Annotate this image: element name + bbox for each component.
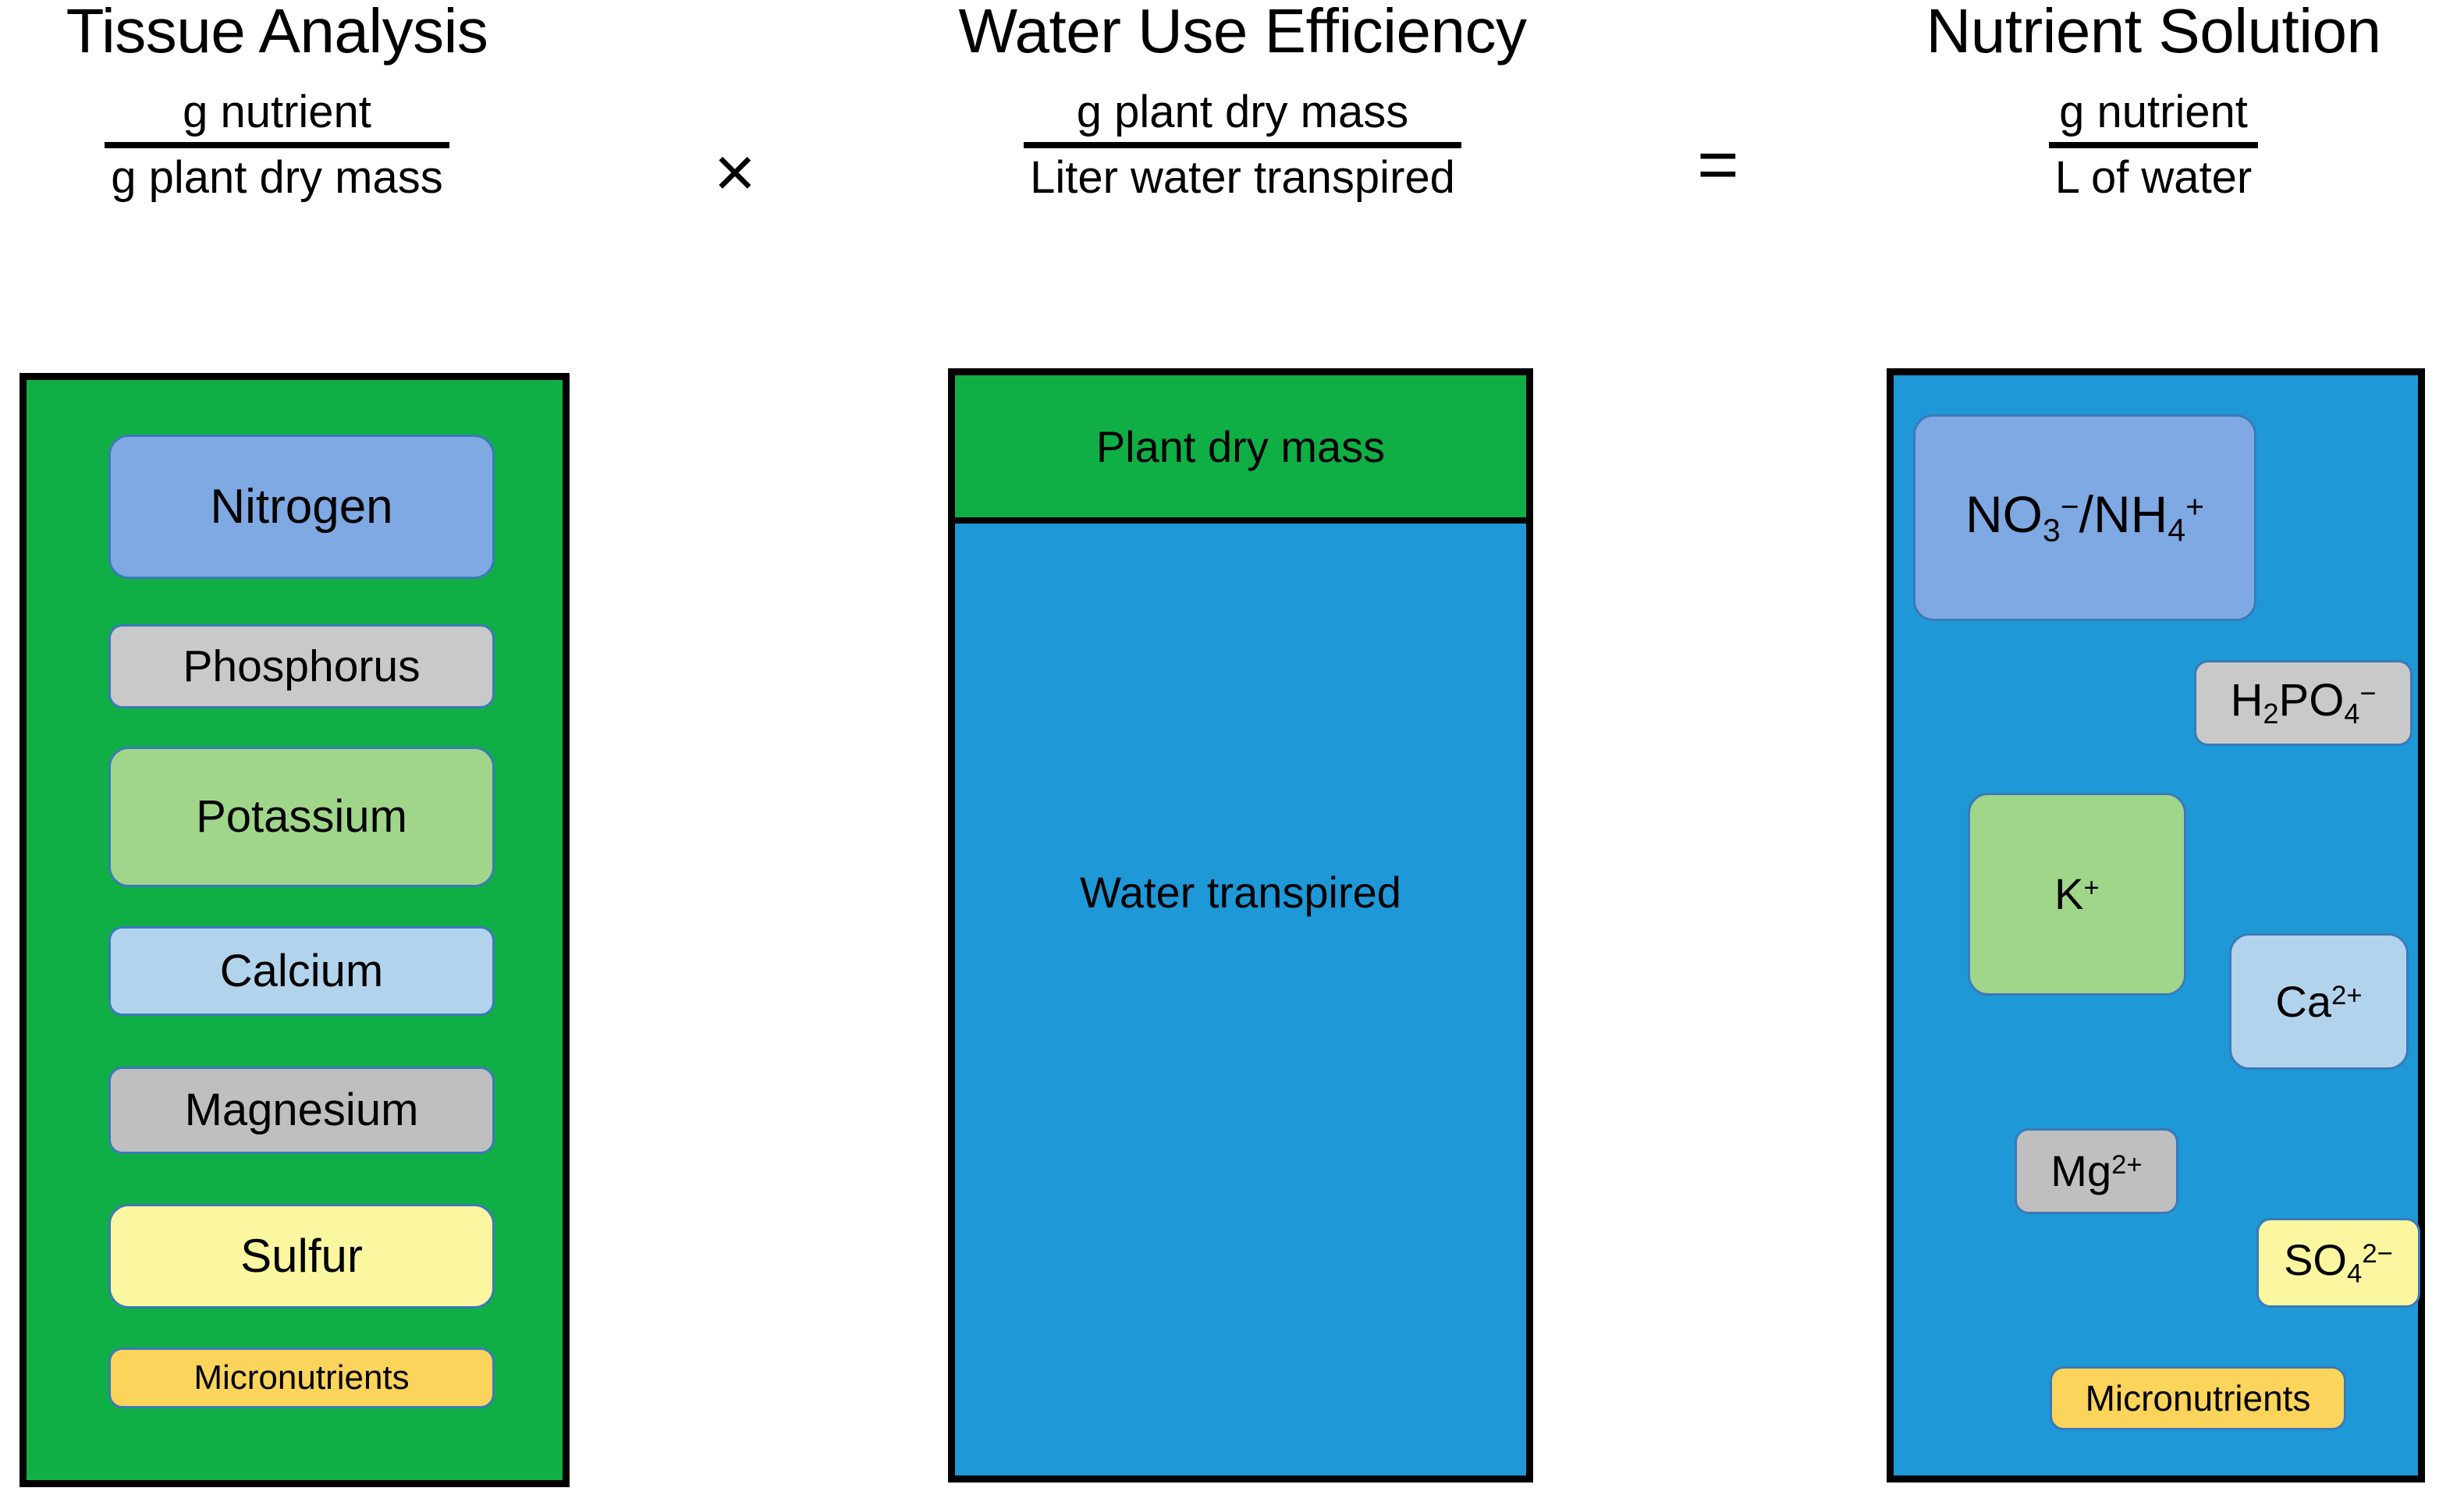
- fraction-denominator-tissue: g plant dry mass: [111, 152, 443, 204]
- chip-calcium-ion[interactable]: Ca2+: [2229, 933, 2409, 1070]
- plant-dry-mass-section: Plant dry mass: [955, 375, 1526, 524]
- fraction-denominator-wue: Liter water transpired: [1030, 152, 1455, 204]
- fraction-tissue: g nutrient g plant dry mass: [105, 86, 449, 205]
- chip-formula-calcium-ion: Ca2+: [2275, 976, 2363, 1026]
- fraction-solution: g nutrient L of water: [2048, 86, 2259, 205]
- fraction-wue: g plant dry mass Liter water transpired: [1024, 86, 1461, 205]
- chip-dihydrogen-phosphate[interactable]: H2PO4−: [2194, 660, 2413, 746]
- chip-potassium-ion[interactable]: K+: [1968, 793, 2186, 996]
- chip-label-nitrogen: Nitrogen: [210, 479, 393, 534]
- chip-nitrate-ammonium[interactable]: NO3−/NH4+: [1913, 414, 2256, 621]
- fraction-bar-solution: [2048, 142, 2259, 149]
- fraction-bar-wue: [1024, 142, 1461, 149]
- chip-formula-dihydrogen-phosphate: H2PO4−: [2230, 674, 2377, 730]
- chip-label-calcium: Calcium: [219, 945, 384, 996]
- chip-calcium[interactable]: Calcium: [108, 926, 495, 1016]
- chip-phosphorus[interactable]: Phosphorus: [108, 624, 495, 708]
- fraction-numerator-tissue: g nutrient: [183, 87, 371, 137]
- fraction-numerator-solution: g nutrient: [2059, 87, 2248, 137]
- column-title-solution: Nutrient Solution: [1926, 0, 2381, 66]
- chip-label-phosphorus: Phosphorus: [183, 641, 421, 691]
- chip-formula-magnesium-ion: Mg2+: [2050, 1146, 2143, 1195]
- chip-label-micronutrients-solution: Micronutrients: [2085, 1378, 2311, 1419]
- chip-formula-potassium-ion: K+: [2054, 869, 2100, 918]
- fraction-numerator-wue: g plant dry mass: [1076, 87, 1409, 137]
- column-title-wue: Water Use Efficiency: [958, 0, 1527, 66]
- chip-formula-sulfate-ion: SO42−: [2284, 1234, 2393, 1289]
- chip-label-magnesium: Magnesium: [184, 1085, 419, 1135]
- header-nutrient-solution: Nutrient Solution g nutrient L of water: [1865, 0, 2442, 205]
- chip-potassium[interactable]: Potassium: [108, 747, 495, 887]
- chip-nitrogen[interactable]: Nitrogen: [108, 435, 495, 579]
- chip-magnesium-ion[interactable]: Mg2+: [2015, 1128, 2178, 1214]
- chip-micronutrients-solution[interactable]: Micronutrients: [2050, 1366, 2346, 1430]
- fraction-bar-tissue: [105, 142, 449, 149]
- chip-label-micronutrients: Micronutrients: [193, 1358, 410, 1397]
- chip-sulfur[interactable]: Sulfur: [108, 1204, 495, 1308]
- multiply-operator: ×: [714, 133, 756, 212]
- fraction-denominator-solution: L of water: [2054, 152, 2253, 204]
- plant-dry-mass-label: Plant dry mass: [1095, 421, 1386, 471]
- nutrient-solution-panel: NO3−/NH4+ H2PO4− K+ Ca2+ Mg2+ SO42− Micr…: [1887, 368, 2425, 1482]
- chip-micronutrients[interactable]: Micronutrients: [108, 1348, 495, 1408]
- header-water-use-efficiency: Water Use Efficiency g plant dry mass Li…: [862, 0, 1623, 205]
- header-tissue-analysis: Tissue Analysis g nutrient g plant dry m…: [8, 0, 546, 205]
- chip-sulfate-ion[interactable]: SO42−: [2256, 1218, 2420, 1308]
- water-use-efficiency-panel: Plant dry mass Water transpired: [948, 368, 1533, 1482]
- tissue-analysis-panel: Nitrogen Phosphorus Potassium Calcium Ma…: [20, 373, 570, 1487]
- water-transpired-label: Water transpired: [1080, 868, 1401, 917]
- chip-magnesium[interactable]: Magnesium: [108, 1067, 495, 1154]
- equals-operator: =: [1697, 125, 1739, 204]
- column-title-tissue: Tissue Analysis: [66, 0, 488, 66]
- chip-label-sulfur: Sulfur: [240, 1230, 363, 1282]
- chip-label-potassium: Potassium: [196, 791, 407, 842]
- chip-formula-nitrate-ammonium: NO3−/NH4+: [1965, 485, 2204, 549]
